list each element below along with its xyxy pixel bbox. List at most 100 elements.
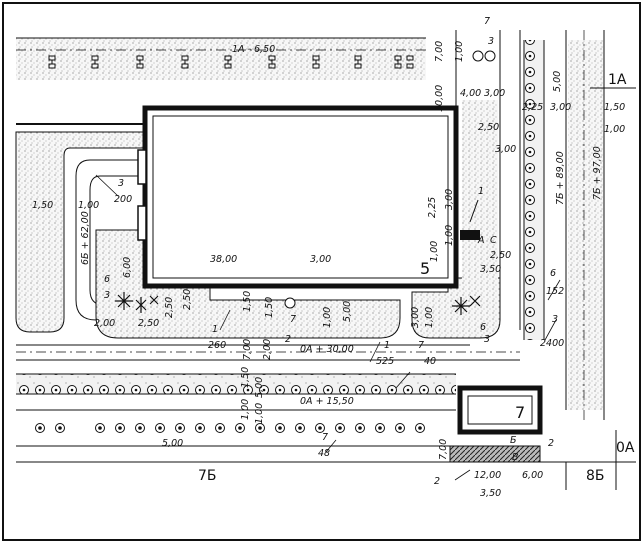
svg-text:4,00: 4,00 bbox=[460, 88, 481, 99]
svg-text:3,00: 3,00 bbox=[550, 102, 571, 113]
svg-text:5,00: 5,00 bbox=[254, 377, 265, 398]
svg-text:1,50: 1,50 bbox=[32, 200, 53, 211]
dimension-labels: 7,00 1,00 10,00 4,00 3,00 5,00 2,25 3,00… bbox=[32, 41, 625, 499]
svg-text:1,00: 1,00 bbox=[604, 124, 625, 135]
axis-8b: 8Б bbox=[586, 468, 605, 484]
shrub-cluster-west bbox=[115, 292, 159, 313]
svg-text:3,50: 3,50 bbox=[480, 264, 501, 275]
svg-text:3: 3 bbox=[118, 178, 124, 189]
building-number: 5 bbox=[420, 259, 430, 278]
svg-text:3,00: 3,00 bbox=[444, 189, 455, 210]
svg-text:2,50: 2,50 bbox=[164, 297, 175, 318]
tree-row-east bbox=[524, 40, 544, 340]
svg-text:6: 6 bbox=[104, 274, 110, 285]
svg-text:1: 1 bbox=[478, 186, 484, 197]
svg-text:7: 7 bbox=[290, 314, 296, 325]
svg-text:525: 525 bbox=[376, 356, 394, 367]
svg-text:1,00: 1,00 bbox=[424, 307, 435, 328]
svg-text:5,00: 5,00 bbox=[342, 301, 353, 322]
road-0a-15: 0А + 15,50 bbox=[300, 396, 354, 407]
svg-text:2400: 2400 bbox=[540, 338, 564, 349]
svg-text:2,00: 2,00 bbox=[262, 339, 273, 360]
road-6b-62: 6Б + 62,00 bbox=[80, 211, 91, 265]
svg-text:40: 40 bbox=[424, 356, 436, 367]
svg-text:7: 7 bbox=[484, 16, 490, 27]
letter-c: С bbox=[490, 235, 497, 246]
building-length: 38,00 bbox=[210, 254, 237, 265]
tree-row-middle bbox=[16, 374, 456, 394]
svg-text:2,50: 2,50 bbox=[490, 250, 511, 261]
svg-text:1,00: 1,00 bbox=[78, 200, 99, 211]
letter-a: А bbox=[477, 235, 485, 246]
row-1a-label: 1А - 6,50 bbox=[232, 44, 275, 55]
svg-text:3,00: 3,00 bbox=[495, 144, 516, 155]
svg-text:3: 3 bbox=[484, 334, 490, 345]
svg-text:2,50: 2,50 bbox=[182, 289, 193, 310]
svg-text:10,00: 10,00 bbox=[434, 85, 445, 112]
svg-text:1,50: 1,50 bbox=[242, 291, 253, 312]
svg-text:3,00: 3,00 bbox=[410, 307, 421, 328]
svg-text:3,50: 3,50 bbox=[480, 488, 501, 499]
hatched-paving bbox=[449, 445, 541, 463]
svg-text:48: 48 bbox=[318, 448, 330, 459]
road-0a-30: 0А + 30,00 bbox=[300, 344, 354, 355]
svg-text:3: 3 bbox=[104, 290, 110, 301]
lawn-east-strip bbox=[568, 40, 604, 410]
shrub-row bbox=[48, 55, 414, 69]
axis-0a: 0А bbox=[616, 440, 635, 456]
svg-text:3,00: 3,00 bbox=[484, 88, 505, 99]
svg-text:2: 2 bbox=[548, 438, 554, 449]
svg-text:6: 6 bbox=[550, 268, 556, 279]
svg-text:6: 6 bbox=[480, 322, 486, 333]
letter-v: В bbox=[512, 452, 519, 463]
svg-text:7,00: 7,00 bbox=[438, 439, 449, 460]
svg-text:1: 1 bbox=[384, 340, 390, 351]
svg-text:1,00: 1,00 bbox=[254, 403, 265, 424]
svg-text:1,00: 1,00 bbox=[240, 399, 251, 420]
shrub-cluster-east bbox=[452, 295, 481, 315]
svg-text:7: 7 bbox=[418, 340, 424, 351]
svg-text:260: 260 bbox=[208, 340, 226, 351]
svg-text:6,00: 6,00 bbox=[122, 257, 133, 278]
letter-b: Б bbox=[510, 435, 517, 446]
svg-text:1,00: 1,00 bbox=[454, 41, 465, 62]
svg-text:7,00: 7,00 bbox=[434, 41, 445, 62]
axis-1a: 1А bbox=[608, 72, 627, 88]
svg-text:3: 3 bbox=[552, 314, 558, 325]
top-lawn-strip bbox=[16, 38, 426, 80]
svg-text:2,00: 2,00 bbox=[94, 318, 115, 329]
svg-text:3,00: 3,00 bbox=[310, 254, 331, 265]
lawn-se bbox=[411, 277, 501, 339]
svg-text:1: 1 bbox=[212, 324, 218, 335]
svg-text:200: 200 bbox=[114, 194, 132, 205]
kiosk-number: 7 bbox=[515, 403, 525, 422]
callout-labels: 7 3 3 200 1 6 3 7 1 260 2 6 3 1 525 7 40… bbox=[104, 16, 564, 487]
svg-text:2,25: 2,25 bbox=[522, 102, 543, 113]
svg-text:152: 152 bbox=[546, 286, 564, 297]
svg-text:6,00: 6,00 bbox=[522, 470, 543, 481]
svg-text:7,00: 7,00 bbox=[242, 339, 253, 360]
svg-text:2: 2 bbox=[434, 476, 440, 487]
svg-text:1,00: 1,00 bbox=[429, 241, 440, 262]
svg-text:1,00: 1,00 bbox=[322, 307, 333, 328]
building-5 bbox=[142, 105, 459, 289]
svg-text:2,50: 2,50 bbox=[478, 122, 499, 133]
svg-text:2,50: 2,50 bbox=[138, 318, 159, 329]
road-7b-97: 7Б + 97,00 bbox=[592, 146, 603, 200]
svg-text:1,50: 1,50 bbox=[264, 297, 275, 318]
axis-7b: 7Б bbox=[198, 468, 217, 484]
svg-text:2: 2 bbox=[285, 334, 291, 345]
svg-text:7: 7 bbox=[322, 432, 328, 443]
tree-row-bottom bbox=[35, 423, 425, 433]
svg-text:3: 3 bbox=[488, 36, 494, 47]
road-7b-89: 7Б + 89,00 bbox=[555, 151, 566, 205]
svg-text:12,00: 12,00 bbox=[474, 470, 501, 481]
svg-text:2,25: 2,25 bbox=[427, 197, 438, 218]
svg-text:5,00: 5,00 bbox=[162, 438, 183, 449]
svg-text:1,00: 1,00 bbox=[444, 225, 455, 246]
svg-text:1,50: 1,50 bbox=[240, 367, 251, 388]
lawn-east bbox=[462, 100, 498, 280]
left-lawn bbox=[15, 131, 146, 333]
svg-text:1,50: 1,50 bbox=[604, 102, 625, 113]
